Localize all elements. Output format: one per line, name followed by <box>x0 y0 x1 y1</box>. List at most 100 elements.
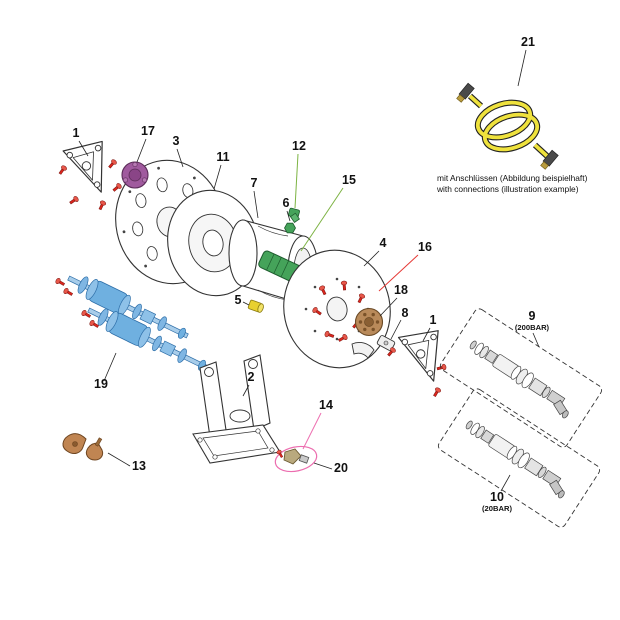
hose-connector-icon <box>456 82 475 103</box>
screw-icon <box>97 199 107 211</box>
part-number: 5 <box>235 293 242 307</box>
ratchet-part-8 <box>351 335 396 359</box>
label-part21: 21 <box>517 35 535 87</box>
screw-icon <box>107 158 118 170</box>
label-part6: 6 <box>283 196 291 222</box>
screw-icon <box>57 164 68 176</box>
label-part4: 4 <box>363 236 387 267</box>
pawl-assembly-20 <box>274 445 318 473</box>
leader-line <box>517 49 527 87</box>
label-part15: 15 <box>300 173 356 252</box>
leader-line <box>390 319 402 340</box>
leader-line-green <box>300 187 344 252</box>
screw-icon <box>111 182 123 193</box>
label-part1-left: 1 <box>73 126 89 157</box>
leader-line <box>500 474 511 492</box>
label-part18: 18 <box>379 283 408 317</box>
leader-line <box>103 352 117 382</box>
leader-line <box>176 148 184 168</box>
screw-icon <box>62 287 74 298</box>
part-number: 21 <box>521 35 535 49</box>
purple-hub-17 <box>107 158 149 193</box>
leader-line <box>422 327 431 342</box>
label-part3: 3 <box>173 134 184 168</box>
caption-line-en: with connections (illustration example) <box>436 184 579 194</box>
part-number: 7 <box>251 176 258 190</box>
part-number: 8 <box>402 306 409 320</box>
bracket-left-1 <box>57 140 110 211</box>
mount-bracket-2 <box>192 354 281 464</box>
label-part16: 16 <box>378 240 432 292</box>
leader-line <box>532 332 540 348</box>
leader-line <box>242 384 250 397</box>
leader-line <box>253 190 259 219</box>
part-number: 19 <box>94 377 108 391</box>
leader-line <box>213 164 222 190</box>
screw-icon <box>54 277 66 288</box>
hose-caption: mit Anschlüssen (Abbildung beispielhaft)… <box>436 173 588 194</box>
disc-4 <box>283 249 391 369</box>
part-number: 2 <box>248 370 255 384</box>
label-part10: 10 (20BAR) <box>482 474 512 513</box>
label-part14: 14 <box>302 398 333 450</box>
leader-line <box>136 138 147 163</box>
label-part7: 7 <box>251 176 259 219</box>
screw-icon <box>431 386 442 398</box>
swivel-assembly <box>460 416 573 500</box>
label-part13: 13 <box>107 452 146 473</box>
latch-13 <box>62 433 104 461</box>
brown-hub-18 <box>354 307 384 337</box>
part-number: 13 <box>132 459 146 473</box>
label-part11: 11 <box>213 150 230 190</box>
leader-line-green <box>294 153 299 209</box>
part-number: 1 <box>430 313 437 327</box>
yellow-fitting-5 <box>247 299 264 313</box>
leader-line <box>313 462 333 470</box>
leader-line <box>363 250 380 267</box>
label-part5: 5 <box>235 293 250 307</box>
leader-line <box>286 210 291 222</box>
part-number: 1 <box>73 126 80 140</box>
screw-icon <box>68 195 80 206</box>
leader-line <box>78 140 89 157</box>
label-part19: 19 <box>94 352 117 391</box>
green-elbow-fitting-12 <box>288 207 300 223</box>
leader-line-red <box>378 254 419 292</box>
caption-line-de: mit Anschlüssen (Abbildung beispielhaft) <box>437 173 588 183</box>
part-number: 6 <box>283 196 290 210</box>
part-pressure-rating: (20BAR) <box>482 504 512 513</box>
part-number: 11 <box>216 150 229 164</box>
label-part1-right: 1 <box>422 313 437 342</box>
label-part8: 8 <box>390 306 409 340</box>
leader-line <box>107 452 131 467</box>
hose-21 <box>456 82 559 170</box>
part-number: 3 <box>173 134 180 148</box>
bracket-right-1 <box>386 330 447 398</box>
leader-line-pink <box>302 412 322 450</box>
label-part2: 2 <box>242 370 255 397</box>
part-number: 18 <box>394 283 408 297</box>
part-number: 14 <box>319 398 333 412</box>
label-part12: 12 <box>292 139 306 209</box>
part-number: 20 <box>334 461 348 475</box>
label-part20: 20 <box>313 461 348 475</box>
part-number: 16 <box>418 240 432 254</box>
part-number: 17 <box>141 124 155 138</box>
leader-line <box>379 297 398 317</box>
part-number: 12 <box>292 139 306 153</box>
hose-connector-icon <box>540 149 559 170</box>
part-number: 10 <box>490 490 504 504</box>
part-number: 4 <box>380 236 387 250</box>
swivel-kit-box-20bar <box>437 388 601 528</box>
screw-icon <box>436 363 447 372</box>
swivel-assembly <box>464 336 577 420</box>
label-part9: 9 (200BAR) <box>515 309 550 348</box>
green-nut-6 <box>284 222 296 234</box>
part-number: 15 <box>342 173 356 187</box>
label-part17: 17 <box>136 124 155 163</box>
part-pressure-rating: (200BAR) <box>515 323 550 332</box>
leader-line <box>242 301 250 306</box>
part-number: 9 <box>529 309 536 323</box>
